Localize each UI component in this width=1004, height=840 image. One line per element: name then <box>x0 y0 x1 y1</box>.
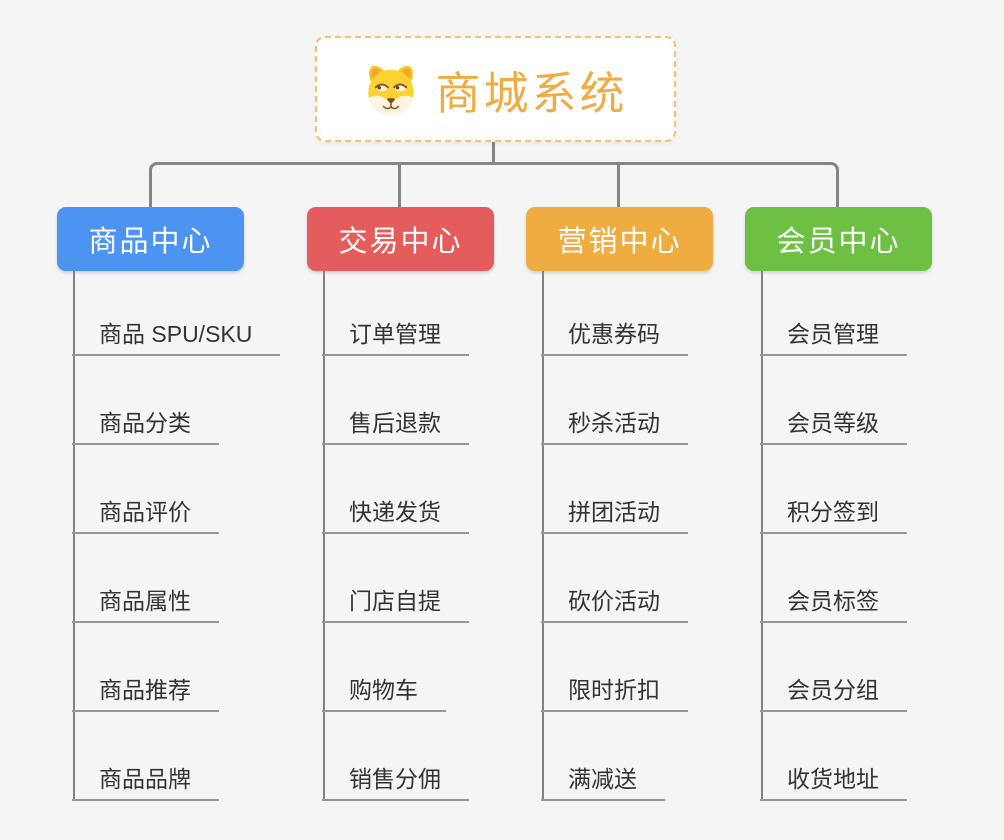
branch-1-leaf-3[interactable]: 商品评价 <box>72 501 219 534</box>
branch-4-leaf-5[interactable]: 会员分组 <box>760 679 907 712</box>
branch-2-leaf-3[interactable]: 快递发货 <box>322 501 469 534</box>
branch-node-2[interactable]: 交易中心 <box>307 207 494 271</box>
branch-4-leaf-1[interactable]: 会员管理 <box>760 323 907 356</box>
branch-4-leaf-4[interactable]: 会员标签 <box>760 590 907 623</box>
branch-1-leaf-2[interactable]: 商品分类 <box>72 412 219 445</box>
branch-3-leaf-2[interactable]: 秒杀活动 <box>541 412 688 445</box>
root-node[interactable]: 商城系统 <box>315 36 676 142</box>
branch-2-leaf-6[interactable]: 销售分佣 <box>322 768 469 801</box>
branch-node-1[interactable]: 商品中心 <box>57 207 244 271</box>
branch-drop-connector <box>398 164 401 207</box>
branch-3-leaf-6[interactable]: 满减送 <box>541 768 665 801</box>
branch-spine-connector <box>73 271 75 800</box>
branch-2-leaf-1[interactable]: 订单管理 <box>322 323 469 356</box>
branch-3-leaf-3[interactable]: 拼团活动 <box>541 501 688 534</box>
branch-1-leaf-4[interactable]: 商品属性 <box>72 590 219 623</box>
branch-1-leaf-5[interactable]: 商品推荐 <box>72 679 219 712</box>
branch-2-leaf-5[interactable]: 购物车 <box>322 679 446 712</box>
root-node-label: 商城系统 <box>435 67 628 119</box>
branch-1-leaf-6[interactable]: 商品品牌 <box>72 768 219 801</box>
branch-spine-connector <box>542 271 544 800</box>
branch-2-leaf-2[interactable]: 售后退款 <box>322 412 469 445</box>
branch-4-leaf-6[interactable]: 收货地址 <box>760 768 907 801</box>
branch-bus-connector <box>149 162 839 207</box>
branch-4-leaf-2[interactable]: 会员等级 <box>760 412 907 445</box>
branch-spine-connector <box>761 271 763 800</box>
dog-face-icon <box>368 65 415 116</box>
branch-spine-connector <box>323 271 325 800</box>
root-stem-connector <box>492 140 495 163</box>
branch-4-leaf-3[interactable]: 积分签到 <box>760 501 907 534</box>
branch-3-leaf-5[interactable]: 限时折扣 <box>541 679 688 712</box>
branch-node-4[interactable]: 会员中心 <box>745 207 932 271</box>
branch-1-leaf-1[interactable]: 商品 SPU/SKU <box>72 323 281 356</box>
branch-3-leaf-4[interactable]: 砍价活动 <box>541 590 688 623</box>
branch-3-leaf-1[interactable]: 优惠券码 <box>541 323 688 356</box>
branch-drop-connector <box>617 164 620 207</box>
branch-node-3[interactable]: 营销中心 <box>526 207 713 271</box>
branch-2-leaf-4[interactable]: 门店自提 <box>322 590 469 623</box>
